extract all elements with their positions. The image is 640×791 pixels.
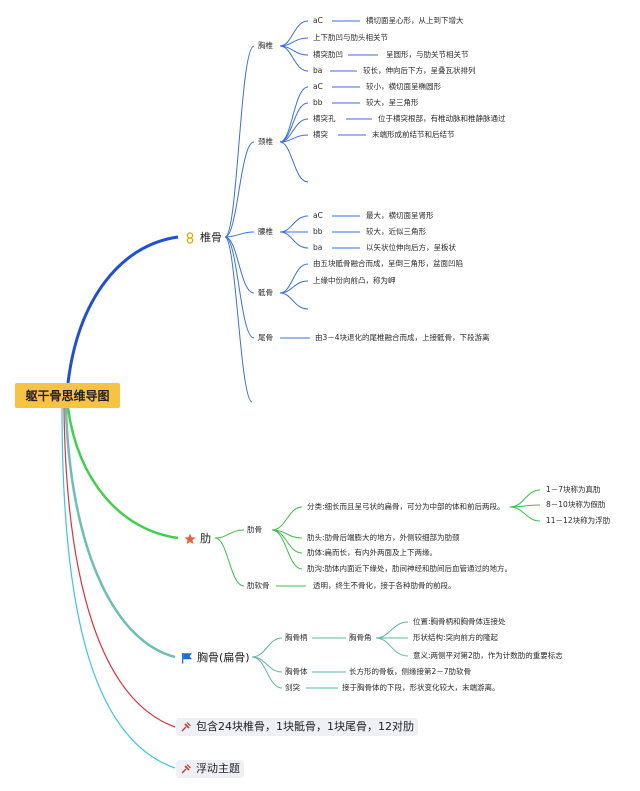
coccyx-node[interactable]: 尾骨 <box>258 333 273 342</box>
flag-icon <box>182 653 192 664</box>
cervical-item-desc[interactable]: 较大，呈三角形 <box>366 98 419 107</box>
topic-float[interactable]: 浮动主题 <box>176 760 244 778</box>
cervical-item-desc[interactable]: 末端形成前结节和后结节 <box>372 130 455 139</box>
topic-sternum-label: 胸骨(扁骨) <box>197 651 250 664</box>
branch-ribs <box>66 407 179 540</box>
lumbar-item-key[interactable]: bb <box>313 227 323 236</box>
rib-classify[interactable]: 分类:细长而且呈弓状的扁骨，可分为中部的体和前后两段。 <box>307 502 505 511</box>
star-icon <box>184 533 196 544</box>
cervical-item-key[interactable]: 横突孔 <box>313 114 336 123</box>
xiphoid-node[interactable]: 剑突 <box>285 683 300 692</box>
thoracic-item-key[interactable]: 上下肋凹与肋头相关节 <box>313 33 388 42</box>
branch-vertebrae <box>66 235 179 384</box>
lumbar-item-key[interactable]: aC <box>313 211 323 220</box>
thoracic-node[interactable]: 胸椎 <box>258 41 273 50</box>
branch-sternum <box>64 407 176 659</box>
lumbar-item-key[interactable]: ba <box>313 243 323 252</box>
coccyx-item[interactable]: 由3－4块退化的尾椎融合而成，上接骶骨，下段游离 <box>315 333 490 342</box>
topic-count-label: 包含24块椎骨，1块骶骨，1块尾骨，12对肋 <box>196 720 414 733</box>
root-topic[interactable]: 躯干骨思维导图 <box>15 383 120 408</box>
rib-class-item[interactable]: 1－7块称为真肋 <box>546 485 601 494</box>
manubrium-node[interactable]: 胸骨柄 <box>285 633 308 642</box>
cervical-item-key[interactable]: aC <box>313 82 323 91</box>
xiphoid-desc[interactable]: 接于胸骨体的下段，形状变化较大，末端游离。 <box>342 683 500 692</box>
thoracic-item-key[interactable]: ba <box>313 66 323 75</box>
sacrum-item[interactable]: 上缘中份向前凸，称为岬 <box>313 276 396 285</box>
cervical-item-key[interactable]: 横突 <box>313 130 328 139</box>
lumbar-node[interactable]: 腰椎 <box>258 227 273 236</box>
topic-sternum[interactable]: 胸骨(扁骨) <box>177 649 254 667</box>
sternal-angle-item[interactable]: 位置:胸骨柄和胸骨体连接处 <box>413 617 506 626</box>
rib-class-item[interactable]: 8－10块称为假肋 <box>546 500 606 509</box>
branch-count <box>63 407 176 728</box>
thoracic-item-desc[interactable]: 横切面呈心形，从上到下增大 <box>366 16 464 25</box>
sacrum-node[interactable]: 骶骨 <box>258 288 273 297</box>
sternal-angle-item[interactable]: 形状结构:突向前方的隆起 <box>413 633 499 642</box>
cervical-item-key[interactable]: bb <box>313 98 323 107</box>
topic-vertebrae-label: 椎骨 <box>200 231 222 244</box>
thoracic-item-desc[interactable]: 呈圆形，与肋关节相关节 <box>386 50 469 59</box>
root-title: 躯干骨思维导图 <box>25 389 110 403</box>
sacrum-item[interactable]: 由五块骶骨融合而成，呈倒三角形，盆面凹陷 <box>313 259 463 268</box>
topic-vertebrae[interactable]: 椎骨 <box>180 229 226 247</box>
lumbar-item-desc[interactable]: 以矢状位伸向后方，呈板状 <box>366 243 456 252</box>
sternum-body-node[interactable]: 胸骨体 <box>285 667 308 676</box>
thoracic-item-key[interactable]: aC <box>313 16 323 25</box>
cervical-item-desc[interactable]: 位于横突根部，有椎动脉和椎静脉通过 <box>378 114 506 123</box>
topic-ribs-label: 肋 <box>200 532 211 545</box>
lumbar-item-desc[interactable]: 较大，近似三角形 <box>366 227 426 236</box>
topic-float-label: 浮动主题 <box>196 762 240 775</box>
lumbar-item-desc[interactable]: 最大，横切面呈肾形 <box>366 211 434 220</box>
pin-icon <box>181 764 191 774</box>
branch-float <box>61 407 176 769</box>
topic-ribs[interactable]: 肋 <box>180 530 215 548</box>
thoracic-item-desc[interactable]: 较长，伸向后下方，呈叠瓦状排列 <box>363 66 476 75</box>
pin-icon <box>181 722 191 732</box>
sternal-angle-node[interactable]: 胸骨角 <box>349 633 372 642</box>
cervical-node[interactable]: 颈椎 <box>258 137 273 146</box>
rib-cartilage-node[interactable]: 肋软骨 <box>247 581 270 590</box>
rib-item[interactable]: 肋沟:肋体内面近下缘处，肋间神经和肋间后血管通过的地方。 <box>307 564 513 573</box>
vertebra-icon <box>186 232 194 244</box>
thoracic-item-key[interactable]: 横突肋凹 <box>313 50 343 59</box>
rib-cartilage-desc[interactable]: 透明，终生不骨化，接于各种肋骨的前段。 <box>313 581 456 590</box>
sternal-angle-item[interactable]: 意义:两侧平对第2肋，作为计数肋的重要标志 <box>413 651 563 660</box>
rib-item[interactable]: 肋头:肋骨后端膨大的地方，外侧较细部为肋颈 <box>307 533 460 542</box>
topic-count[interactable]: 包含24块椎骨，1块骶骨，1块尾骨，12对肋 <box>176 718 418 736</box>
cervical-item-desc[interactable]: 较小，横切面呈椭圆形 <box>366 82 441 91</box>
rib-class-item[interactable]: 11－12块称为浮肋 <box>546 516 611 525</box>
sternum-body-desc[interactable]: 长方形的骨板，侧缘接第2－7肋软骨 <box>349 667 472 676</box>
rib-item[interactable]: 肋体:扁而长，有内外两面及上下两缘。 <box>307 548 438 557</box>
rib-bone-node[interactable]: 肋骨 <box>247 525 262 534</box>
